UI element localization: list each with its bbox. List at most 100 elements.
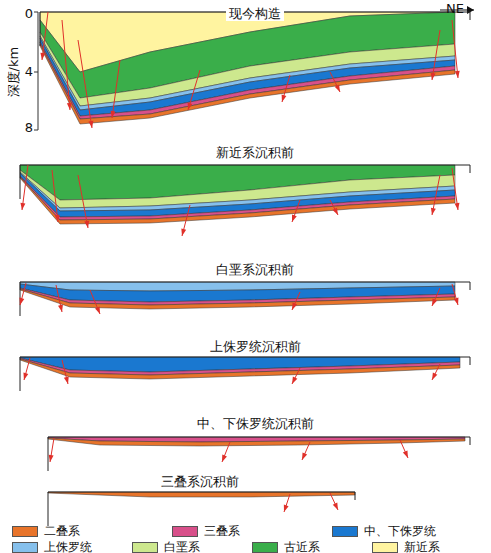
fault-arrow bbox=[333, 208, 339, 215]
section-frame bbox=[20, 357, 470, 391]
fault-arrow bbox=[333, 503, 338, 510]
fault-line bbox=[292, 292, 300, 310]
fault-arrow bbox=[67, 103, 72, 110]
fault-arrow bbox=[403, 451, 408, 458]
legend-swatch bbox=[252, 542, 278, 553]
fault-arrow bbox=[455, 71, 460, 78]
panel-title: 白垩系沉积前 bbox=[213, 263, 297, 277]
legend-text: 白垩系 bbox=[164, 539, 200, 553]
fault-line bbox=[432, 364, 440, 380]
fault-line bbox=[52, 170, 58, 222]
fault-line bbox=[452, 284, 458, 305]
legend-entry: 三叠系 bbox=[172, 523, 240, 540]
fault-line bbox=[432, 288, 440, 306]
fault-arrow bbox=[84, 221, 89, 228]
fault-line bbox=[222, 442, 230, 462]
panel-title: 中、下侏罗统沉积前 bbox=[194, 417, 317, 431]
legend-swatch bbox=[12, 542, 38, 553]
fault-line bbox=[62, 360, 68, 384]
fault-line bbox=[182, 205, 190, 236]
stratum-layer bbox=[20, 177, 455, 224]
fault-line bbox=[292, 200, 300, 222]
fault-arrow bbox=[40, 53, 45, 60]
legend-entry: 中、下侏罗统 bbox=[332, 523, 436, 540]
fault-line bbox=[78, 175, 88, 228]
fault-arrow bbox=[110, 111, 115, 118]
fault-line bbox=[78, 40, 92, 128]
fault-line bbox=[20, 283, 26, 305]
fault-line bbox=[452, 20, 458, 78]
legend-text: 二叠系 bbox=[44, 523, 80, 540]
legend-entry: 上侏罗统 bbox=[12, 539, 92, 553]
legend-entry: 白垩系 bbox=[132, 539, 200, 553]
legend-text: 上侏罗统 bbox=[44, 539, 92, 553]
fault-line bbox=[330, 72, 340, 92]
panel-title: 三叠系沉积前 bbox=[158, 475, 242, 489]
axis-tick-label: 4 bbox=[25, 65, 33, 79]
fault-line bbox=[112, 60, 120, 118]
legend-text: 三叠系 bbox=[204, 523, 240, 540]
fault-arrow bbox=[335, 85, 340, 92]
fault-arrow bbox=[431, 73, 436, 80]
direction-label: NE bbox=[446, 2, 464, 16]
fault-arrow bbox=[222, 455, 227, 462]
legend-text: 新近系 bbox=[404, 539, 440, 553]
fault-line bbox=[282, 75, 290, 102]
fault-line bbox=[188, 70, 200, 110]
fault-arrow bbox=[64, 377, 69, 384]
legend-entry: 二叠系 bbox=[12, 523, 80, 540]
fault-line bbox=[400, 440, 408, 458]
fault-arrow bbox=[292, 377, 297, 384]
fault-arrow bbox=[455, 203, 460, 210]
fault-arrow bbox=[188, 103, 193, 110]
fault-arrow bbox=[58, 305, 63, 312]
stratum-layer bbox=[20, 173, 455, 217]
panel-title: 新近系沉积前 bbox=[213, 146, 297, 160]
fault-arrow bbox=[181, 229, 186, 236]
legend-text: 中、下侏罗统 bbox=[364, 523, 436, 540]
section-frame bbox=[20, 282, 470, 316]
fault-arrow bbox=[432, 299, 437, 306]
fault-arrow bbox=[55, 215, 60, 222]
depth-axis bbox=[38, 12, 39, 130]
legend-text: 古近系 bbox=[284, 539, 320, 553]
axis-tick-label: 0 bbox=[25, 7, 33, 21]
legend-swatch bbox=[332, 526, 358, 537]
fault-line bbox=[330, 200, 338, 215]
fault-line bbox=[62, 20, 70, 110]
fault-arrow bbox=[20, 203, 25, 210]
fault-line bbox=[302, 442, 310, 460]
fault-line bbox=[90, 290, 100, 314]
fault-arrow bbox=[454, 298, 459, 305]
fault-arrow bbox=[302, 453, 307, 460]
fault-line bbox=[284, 494, 290, 512]
fault-line bbox=[42, 12, 48, 60]
fault-arrow bbox=[284, 505, 289, 512]
legend-swatch bbox=[132, 542, 158, 553]
section-frame bbox=[48, 437, 470, 471]
stratum-layer bbox=[48, 492, 355, 497]
legend-swatch bbox=[372, 542, 398, 553]
stratum-layer bbox=[40, 44, 455, 124]
legend-swatch bbox=[172, 526, 198, 537]
fault-arrow bbox=[282, 95, 287, 102]
fault-arrow bbox=[19, 298, 24, 305]
fault-line bbox=[292, 368, 300, 384]
panel-title: 上侏罗统沉积前 bbox=[207, 340, 304, 354]
fault-arrow bbox=[23, 373, 28, 380]
fault-line bbox=[330, 493, 338, 510]
axis-tick-label: 8 bbox=[25, 121, 33, 135]
stratum-layer bbox=[20, 289, 455, 309]
legend-entry: 新近系 bbox=[372, 539, 440, 553]
panel-title: 现今构造 bbox=[226, 7, 284, 21]
stratum-layer bbox=[40, 42, 455, 119]
fault-line bbox=[56, 285, 62, 312]
fault-arrow bbox=[292, 303, 297, 310]
section-frame bbox=[48, 492, 355, 526]
legend-swatch bbox=[12, 526, 38, 537]
fault-arrow bbox=[292, 215, 297, 222]
stratum-layer bbox=[20, 359, 460, 379]
legend-entry: 古近系 bbox=[252, 539, 320, 553]
fault-arrow bbox=[432, 373, 437, 380]
fault-line bbox=[432, 30, 440, 80]
